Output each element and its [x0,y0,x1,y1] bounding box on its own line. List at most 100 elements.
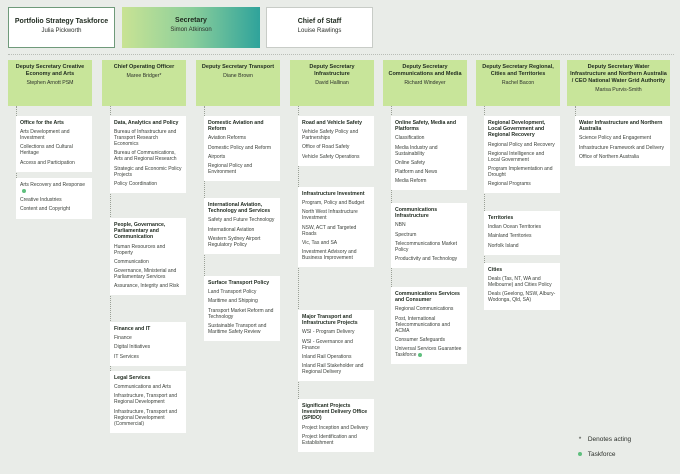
branch-heading: Water Infrastructure and Northern Austra… [579,120,663,133]
section-label: Classification [395,135,425,142]
section-label: Spectrum [395,231,417,238]
section-item: Domestic Policy and Reform [208,145,276,151]
section-label: NBN [395,222,406,229]
chief-of-staff-box: Chief of Staff Louise Rawlings [266,7,373,48]
section-item: Arts Recovery and Response [20,182,88,194]
section-label: Mainland Territories [488,233,532,240]
taskforce-dot-icon [578,452,582,457]
branch-heading: Road and Vehicle Safety [302,120,362,126]
deputy-header: Deputy Secretary Communications and Medi… [383,60,467,106]
deputy-name: Maree Bridger* [126,73,162,79]
section-item: Western Sydney Airport Regulatory Policy [208,236,276,248]
section-item: Creative Industries [20,197,88,203]
section-item: Aviation Reforms [208,135,276,141]
section-item: Classification [395,135,463,141]
section-label: Land Transport Policy [208,289,257,296]
section-label: Investment Advisory and Business Improve… [302,248,357,261]
section-item: Arts Development and Investment [20,129,88,141]
section-item: Productivity and Technology [395,256,463,262]
section-label: Communications and Arts [114,384,171,391]
section-label: Bureau of Communications, Arts and Regio… [114,150,177,163]
section-label: Regional Policy and Recovery [488,141,555,148]
section-item: Communication [114,259,182,265]
section-item: Digital Initiatives [114,344,182,350]
section-label: Platform and News [395,168,438,175]
section-label: Assurance, Integrity and Risk [114,283,180,290]
branch-box: Major Transport and Infrastructure Proje… [298,310,374,382]
section-label: Finance [114,335,132,342]
section-item: Universal Services Guarantee Taskforce [395,346,463,358]
section-label: Regional Intelligence and Local Governme… [488,150,545,163]
branch-box: Significant Projects Investment Delivery… [298,399,374,452]
taskforce-label: Taskforce [587,451,616,458]
section-item: Communications and Arts [114,384,182,390]
section-item: Post, International Telecommunications a… [395,316,463,334]
section-label: Safety and Future Technology [208,217,275,224]
section-item: Regional Communications [395,306,463,312]
section-item: Airports [208,154,276,160]
branch-heading: Major Transport and Infrastructure Proje… [302,314,358,327]
section-label: Creative Industries [20,197,62,204]
section-item: Infrastructure, Transport and Regional D… [114,409,182,427]
acting-symbol: * [578,436,582,443]
section-label: Online Safety [395,159,426,166]
section-item: Regional Programs [488,181,556,187]
taskforce-dot-icon [418,352,423,357]
section-item: Mainland Territories [488,233,556,239]
section-label: Indian Ocean Territories [488,224,541,231]
section-label: Sustainable Transport and Maritime Safet… [208,322,267,335]
taskforce-dot-icon [22,188,26,193]
section-label: Inland Rail Operations [302,353,352,360]
section-label: Infrastructure, Transport and Regional D… [114,393,178,406]
deputy-name: Stephen Arnott PSM [26,80,74,86]
branch-heading: Finance and IT [114,326,151,332]
section-label: Access and Participation [20,159,75,166]
section-label: Arts Development and Investment [20,129,70,142]
legend-acting: * Denotes acting [574,436,631,443]
section-item: Project Identification and Establishment [302,434,370,446]
chief-of-staff-title: Chief of Staff [297,18,342,25]
section-label: NSW, ACT and Targeted Roads [302,224,357,237]
section-label: Universal Services Guarantee Taskforce [395,345,462,358]
section-label: Strategic and Economic Policy Projects [114,165,182,178]
taskforce-title: Portfolio Strategy Taskforce [14,18,109,25]
section-label: Office of Northern Australia [579,153,639,160]
section-item: Regional Policy and Recovery [488,142,556,148]
section-label: Aviation Reforms [208,135,246,142]
section-label: North West Infrastructure Investment [302,209,358,222]
section-label: Deals (Geelong, NSW, Albury-Wodonga, Qld… [488,291,556,304]
deputy-header: Deputy Secretary Creative Economy and Ar… [8,60,92,106]
branch-heading: International Aviation, Technology and S… [208,202,271,215]
section-label: Productivity and Technology [395,255,458,262]
branch-heading: Communications Infrastructure [395,207,438,220]
section-item: Deals (Tas, NT, WA and Melbourne) and Ci… [488,276,556,288]
deputy-title: Chief Operating Officer [113,64,175,70]
branch-box: People, Governance, Parliamentary and Co… [110,218,186,296]
section-item: Strategic and Economic Policy Projects [114,166,182,178]
section-label: Program Implementation and Drought [488,165,553,178]
section-label: Vehicle Safety Operations [302,153,360,160]
branch-box: International Aviation, Technology and S… [204,198,280,254]
section-label: Project Identification and Establishment [302,433,357,446]
section-item: Norfolk Island [488,243,556,249]
section-item: WSI - Program Delivery [302,329,370,335]
section-label: Western Sydney Airport Regulatory Policy [208,235,261,248]
section-label: Regional Policy and Environment [208,162,253,175]
branch-heading: Communications Services and Consumer [395,291,460,304]
branch-heading: People, Governance, Parliamentary and Co… [114,222,166,241]
section-item: Program Implementation and Drought [488,166,556,178]
section-item: Bureau of Infrastructure and Transport R… [114,129,182,147]
taskforce-box: Portfolio Strategy Taskforce Julia Pickw… [8,7,115,48]
section-label: Bureau of Infrastructure and Transport R… [114,129,177,148]
section-item: Telecommunications Market Policy [395,241,463,253]
section-label: Post, International Telecommunications a… [395,315,451,334]
deputy-name: David Hallinan [315,80,349,86]
section-item: North West Infrastructure Investment [302,209,370,221]
deputy-header: Deputy Secretary Regional, Cities and Te… [476,60,560,106]
